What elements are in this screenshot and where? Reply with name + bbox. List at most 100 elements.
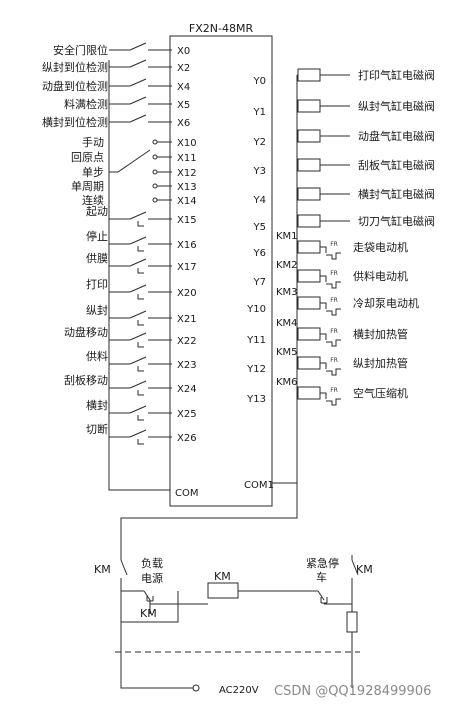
output-address: Y6 (253, 248, 266, 259)
fr-tag: FR (330, 241, 338, 248)
input-label: 纵封到位检测 (42, 60, 108, 74)
selector-terminal (152, 183, 158, 189)
output-address: Y12 (246, 364, 266, 375)
pushbutton-mark (137, 246, 144, 252)
plc-block: FX2N-48MR COM COM1 (169, 22, 274, 507)
output-coil (297, 386, 321, 400)
input-label: 料满检测 (64, 97, 108, 111)
mode-selector-switch (109, 149, 151, 173)
input-x14: 连续 X14 (82, 193, 197, 207)
watermark: CSDN @QQ1928499906 (274, 684, 431, 699)
switch-contact (109, 258, 172, 267)
input-address: X25 (177, 409, 197, 420)
input-label: 供膜 (86, 251, 108, 265)
input-address: X14 (177, 196, 197, 207)
output-coil (297, 296, 321, 310)
input-label: 安全门限位 (53, 43, 108, 57)
output-label: 冷却泵电动机 (353, 296, 419, 310)
output-address: Y5 (253, 222, 266, 233)
fr-tag: FR (330, 328, 338, 335)
input-label: 纵封 (86, 303, 108, 317)
output-coil (297, 214, 321, 228)
km-holding-label: KM (140, 607, 157, 620)
output-common-wiring (120, 75, 298, 555)
switch-contact (109, 59, 172, 68)
relay-label: KM4 (276, 318, 298, 329)
output-coil (297, 240, 321, 254)
input-label: 动盘移动 (64, 325, 108, 339)
fr-tag: FR (330, 387, 338, 394)
relay-label: KM3 (276, 287, 298, 298)
thermal-relay-contact (320, 275, 341, 289)
pushbutton-mark (137, 268, 144, 274)
selector-terminal (152, 154, 158, 160)
selector-terminal (152, 197, 158, 203)
output-address: Y11 (246, 335, 266, 346)
output-address: Y13 (246, 394, 266, 405)
supply-label: AC220V (219, 685, 259, 696)
pushbutton-mark (137, 415, 144, 421)
relay-label: KM5 (276, 347, 298, 358)
switch-contact (109, 78, 172, 87)
input-label: 供料 (86, 349, 108, 363)
fr-tag: FR (330, 357, 338, 364)
input-label: 打印 (86, 277, 108, 291)
output-address: Y3 (253, 166, 266, 177)
pushbutton-mark (137, 439, 144, 445)
input-address: X15 (177, 215, 197, 226)
relay-label: KM6 (276, 377, 298, 388)
input-address: X6 (177, 118, 190, 129)
switch-contact (109, 284, 172, 293)
plc-input-com-label: COM (175, 488, 198, 499)
output-address: Y1 (253, 107, 266, 118)
thermal-relay-contact (320, 392, 341, 406)
output-coil (297, 129, 321, 143)
output-address: Y10 (246, 304, 266, 315)
fr-tag: FR (330, 270, 338, 277)
estop-label-1: 紧急停 (306, 556, 339, 570)
input-label: 停止 (86, 229, 108, 243)
pushbutton-mark (137, 294, 144, 300)
output-label: 走袋电动机 (353, 240, 408, 254)
input-address: X2 (177, 63, 190, 74)
fr-tag: FR (330, 297, 338, 304)
output-coil (297, 158, 321, 172)
km-coil (207, 582, 239, 599)
switch-contact (109, 380, 172, 389)
input-address: X11 (177, 153, 197, 164)
input-common-bus (108, 60, 170, 491)
thermal-relay-contact (320, 302, 341, 316)
input-address: X21 (177, 314, 197, 325)
switch-contact (109, 114, 172, 123)
switch-contact (109, 236, 172, 245)
mode-label: 单步 (82, 166, 104, 179)
switch-contact (109, 429, 172, 438)
thermal-relay-contact (320, 362, 341, 376)
load-power-label-1: 负载 (141, 556, 163, 570)
output-coil (297, 269, 321, 283)
input-address: X24 (177, 384, 197, 395)
mode-label: 连续 (82, 193, 104, 207)
input-address: X13 (177, 182, 197, 193)
output-label: 纵封气缸电磁阀 (358, 99, 435, 113)
selector-terminal (152, 169, 158, 175)
mode-label: 回原点 (71, 151, 104, 164)
input-address: X5 (177, 100, 190, 111)
